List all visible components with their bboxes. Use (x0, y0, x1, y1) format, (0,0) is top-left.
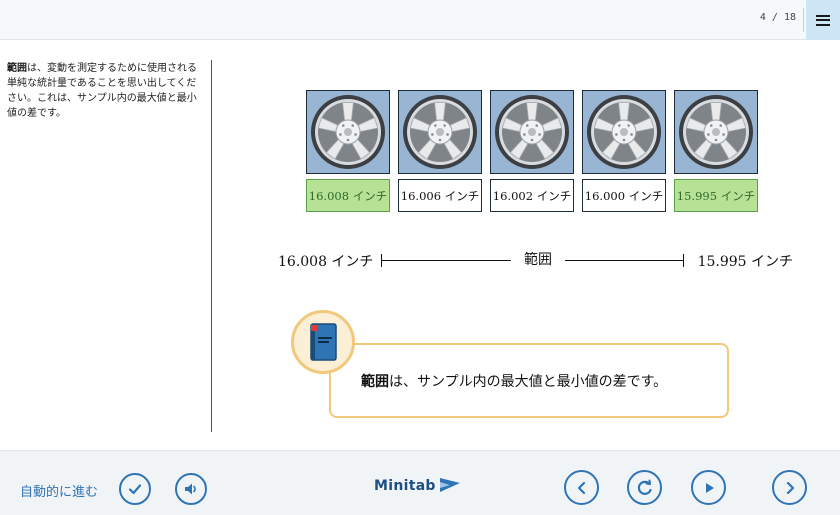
wheel-item: 16.006 インチ (398, 90, 482, 212)
wheel-measurement: 16.000 インチ (582, 179, 666, 212)
sidebar-description: 範囲は、変動を測定するために使用される単純な統計量であることを思い出してください… (7, 61, 203, 121)
play-icon (705, 482, 714, 493)
wheel-measurement: 16.008 インチ (306, 179, 390, 212)
hamburger-menu-icon (816, 14, 830, 26)
wheel-image (674, 90, 758, 174)
wheel-image (398, 90, 482, 174)
menu-button[interactable] (806, 0, 840, 40)
minitab-logo: Minitab (374, 478, 460, 494)
book-icon (310, 323, 337, 361)
auto-advance-toggle[interactable] (119, 473, 151, 505)
wheel-icon (679, 95, 753, 169)
sidebar-term: 範囲 (7, 63, 27, 74)
minitab-logo-mark-icon (439, 478, 460, 492)
callout-text: 範囲は、サンプル内の最大値と最小値の差です。 (361, 371, 667, 391)
wheel-icon (403, 95, 477, 169)
callout-term: 範囲 (361, 374, 389, 390)
wheel-item: 16.008 インチ (306, 90, 390, 212)
top-bar: 4 / 18 (0, 0, 840, 40)
replay-button[interactable] (627, 470, 662, 505)
bottom-bar: 自動的に進む Minitab (0, 450, 840, 515)
page-indicator: 4 / 18 (759, 12, 796, 23)
play-button[interactable] (691, 470, 726, 505)
definition-callout: 範囲は、サンプル内の最大値と最小値の差です。 (329, 343, 729, 418)
range-min-label: 15.995 インチ (697, 254, 793, 270)
wheel-measurement: 15.995 インチ (674, 179, 758, 212)
auto-advance-label[interactable]: 自動的に進む (20, 485, 99, 500)
wheel-icon (587, 95, 661, 169)
audio-button[interactable] (175, 473, 207, 505)
vertical-divider (211, 60, 212, 432)
range-center-label: 範囲 (524, 252, 552, 268)
wheel-item: 16.000 インチ (582, 90, 666, 212)
divider (803, 8, 804, 32)
range-indicator: 16.008 インチ 範囲 15.995 インチ (278, 247, 793, 273)
wheel-icon (495, 95, 569, 169)
wheel-item: 15.995 インチ (674, 90, 758, 212)
speaker-icon (185, 483, 196, 495)
chevron-right-icon (786, 481, 794, 494)
checkmark-icon (128, 484, 142, 495)
chevron-left-icon (577, 481, 585, 494)
book-badge (291, 310, 355, 374)
range-right-tick (683, 254, 684, 267)
brand-name: Minitab (374, 478, 436, 494)
wheel-icon (311, 95, 385, 169)
range-line-left (381, 260, 511, 261)
range-line-right (565, 260, 683, 261)
wheel-image (490, 90, 574, 174)
sidebar-text: は、変動を測定するために使用される単純な統計量であることを思い出してください。こ… (7, 63, 197, 119)
replay-icon (637, 479, 652, 495)
range-max-label: 16.008 インチ (278, 254, 374, 270)
wheel-item: 16.002 インチ (490, 90, 574, 212)
callout-body: は、サンプル内の最大値と最小値の差です。 (389, 374, 668, 390)
next-button[interactable] (772, 470, 807, 505)
wheel-image (306, 90, 390, 174)
previous-button[interactable] (564, 470, 599, 505)
wheel-image (582, 90, 666, 174)
wheel-measurement: 16.002 インチ (490, 179, 574, 212)
wheel-measurement: 16.006 インチ (398, 179, 482, 212)
